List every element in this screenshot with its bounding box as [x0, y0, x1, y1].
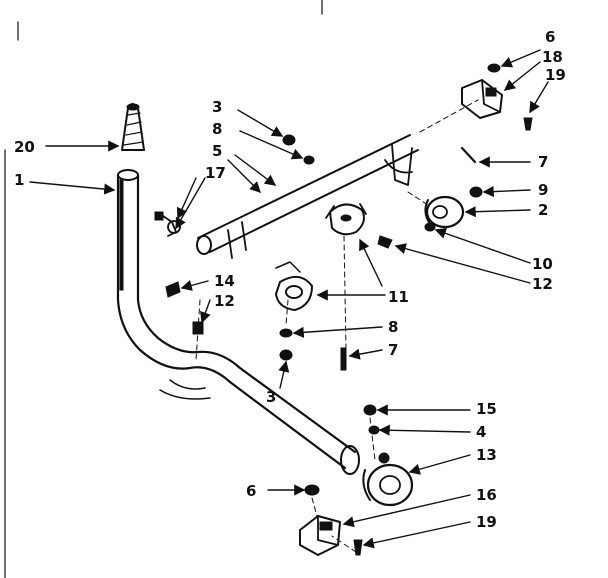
washer-6-lower — [304, 484, 320, 496]
screw-19-upper — [523, 117, 533, 131]
callout-10: 10 — [532, 255, 553, 273]
pin-7-lower — [340, 347, 347, 371]
callout-labels: 6 18 19 3 8 5 20 1 17 7 9 2 10 12 14 12 … — [14, 28, 566, 531]
clamp-16-lower-part — [299, 515, 341, 556]
alignment-lines — [195, 99, 479, 553]
leader-12a — [394, 243, 531, 284]
callout-2: 2 — [538, 201, 548, 219]
nut-3-lower — [279, 349, 293, 361]
washer-15 — [363, 404, 377, 416]
callout-14: 14 — [214, 272, 235, 290]
washer-9 — [469, 186, 483, 198]
callout-6-lower: 6 — [246, 482, 256, 500]
callout-15: 15 — [476, 400, 497, 418]
leader-arrows — [29, 49, 549, 549]
washer-8-lower — [279, 328, 293, 338]
leader-16 — [342, 494, 471, 528]
leader-4 — [378, 424, 471, 436]
callout-19-upper: 19 — [545, 66, 566, 84]
callout-5: 5 — [212, 142, 222, 160]
hand-grip-part — [121, 103, 145, 151]
washer-6-upper — [487, 63, 501, 73]
bolt-17-part — [154, 211, 181, 237]
callout-8-upper: 8 — [212, 120, 222, 138]
callout-12-upper: 12 — [532, 275, 553, 293]
leader-17 — [176, 177, 197, 220]
washer-8-upper — [303, 155, 315, 165]
washer-4 — [368, 425, 380, 435]
leader-2 — [464, 206, 531, 218]
leader-6a — [500, 49, 541, 68]
bracket-11-upper-part — [325, 203, 367, 236]
clamp-18-upper-part — [461, 79, 503, 119]
callout-1: 1 — [14, 171, 24, 189]
leader-17b — [175, 177, 206, 230]
leader-10 — [434, 227, 531, 264]
pin-7-upper — [460, 146, 477, 164]
bolt-12-upper — [377, 235, 393, 249]
leader-8a — [239, 130, 304, 160]
handle-tube-part — [116, 169, 360, 475]
leader-7b — [348, 348, 383, 360]
leader-5b — [227, 159, 261, 193]
leader-3b — [278, 360, 290, 389]
leader-18 — [503, 61, 541, 91]
callout-20: 20 — [14, 138, 35, 156]
leader-8b — [292, 326, 383, 338]
cross-bar-part — [196, 134, 419, 259]
wheel-13-part — [362, 452, 414, 507]
callout-16: 16 — [476, 486, 497, 504]
leader-12b — [200, 299, 211, 324]
leader-9 — [482, 185, 531, 198]
callout-13: 13 — [476, 446, 497, 464]
leader-13 — [408, 454, 471, 475]
leader-19a — [529, 81, 549, 114]
spring-14 — [165, 281, 181, 298]
callout-4: 4 — [476, 423, 486, 441]
leader-3a — [237, 109, 284, 137]
callout-7-upper: 7 — [538, 153, 548, 171]
callout-3-upper: 3 — [212, 98, 222, 116]
leader-5 — [234, 154, 277, 186]
callout-9: 9 — [538, 181, 548, 199]
bracket-11-lower-part — [275, 261, 313, 311]
callout-6-upper: 6 — [545, 28, 555, 46]
leader-11b — [359, 238, 383, 287]
screw-19-lower — [353, 539, 363, 556]
callout-7-lower: 7 — [388, 341, 398, 359]
washer-10 — [424, 222, 436, 232]
callout-18: 18 — [542, 48, 563, 66]
leader-19b — [362, 521, 471, 549]
callout-19-lower: 19 — [476, 513, 497, 531]
callout-17: 17 — [205, 164, 226, 182]
leader-14 — [180, 280, 209, 291]
callout-8-lower: 8 — [388, 318, 398, 336]
leader-1 — [29, 181, 116, 195]
callout-3-lower: 3 — [266, 388, 276, 406]
nut-3-upper — [282, 134, 296, 146]
callout-11: 11 — [388, 288, 409, 306]
callout-12-lower: 12 — [214, 292, 235, 310]
wheel-2-part — [424, 195, 465, 229]
